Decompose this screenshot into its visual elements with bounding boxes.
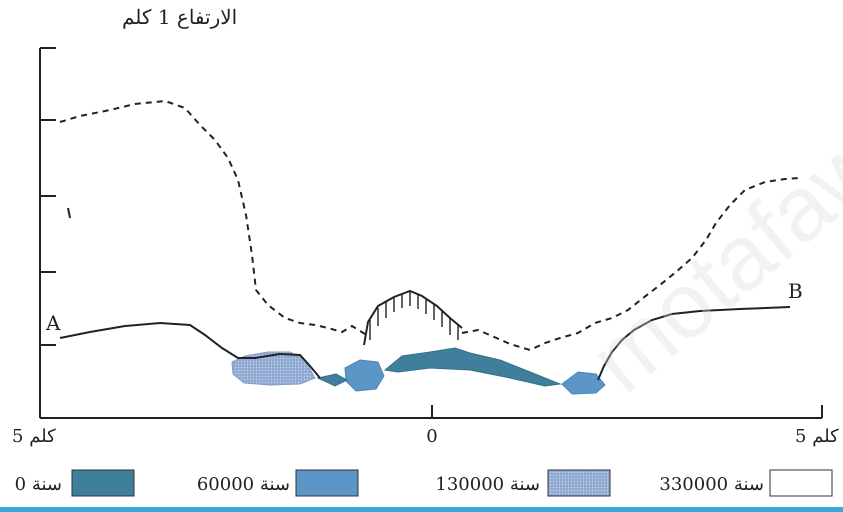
deposit-60000-right [561, 371, 606, 395]
deposit-130000-left [231, 351, 316, 386]
point-b-label: B [788, 279, 803, 303]
profile-current-line [59, 306, 791, 381]
point-a-label: A [45, 311, 61, 335]
legend-label-60000: 60000 سنة [197, 474, 290, 495]
y-axis-title: الارتفاع 1 كلم [122, 5, 237, 29]
legend: 0 سنة 60000 سنة 130000 سنة 330000 سنة [15, 469, 833, 497]
legend-label-330000: 330000 سنة [659, 474, 764, 495]
axes [39, 47, 823, 419]
x-label-right: 5 كلم [795, 426, 839, 447]
legend-swatch-330000 [769, 469, 833, 497]
profile-330000-stub [67, 207, 71, 219]
x-label-left: 5 كلم [12, 426, 56, 447]
legend-swatch-0 [71, 469, 135, 497]
watermark: motafawiq [572, 64, 843, 412]
deposit-0-center [383, 347, 562, 387]
legend-swatch-60000 [295, 469, 359, 497]
legend-label-130000: 130000 سنة [435, 474, 540, 495]
legend-swatch-130000 [547, 469, 611, 497]
legend-label-0: 0 سنة [15, 474, 62, 495]
bottom-rule [0, 507, 843, 512]
x-label-center: 0 [426, 426, 437, 447]
deposit-0-small [316, 373, 349, 387]
volcano-cone [363, 289, 463, 346]
deposit-60000-mid [344, 359, 385, 392]
profile-330000-line [59, 99, 801, 352]
cone-hachures [369, 292, 459, 340]
